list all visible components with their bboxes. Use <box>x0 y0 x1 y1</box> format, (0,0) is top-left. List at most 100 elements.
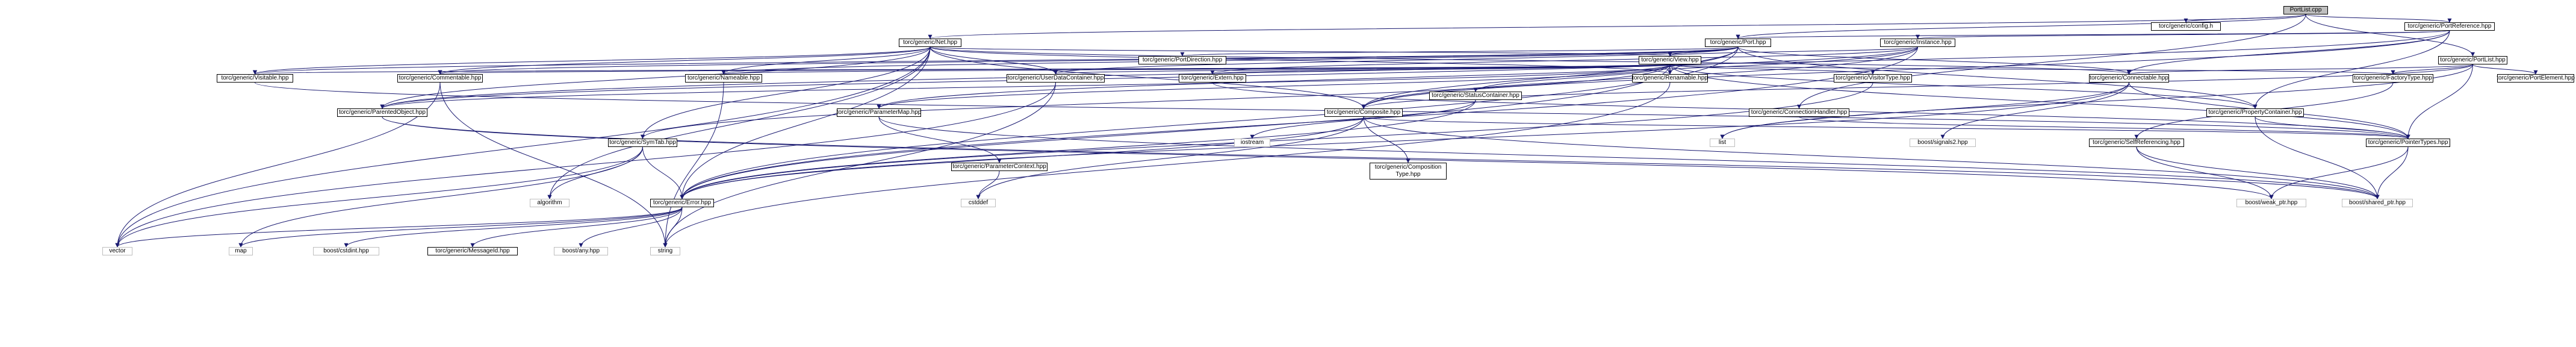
edge-port-list-to-factory-type <box>2391 64 2473 75</box>
edge-port-to-property-container <box>1737 46 2258 109</box>
node-renamable[interactable]: torc/generic/Renamable.hpp <box>1632 74 1708 83</box>
node-boost-weak-ptr[interactable]: boost/weak_ptr.hpp <box>2236 199 2306 207</box>
edge-view-to-visitor-type <box>1669 64 1875 75</box>
edge-port-reference-to-instance <box>1916 30 2450 39</box>
node-port-reference[interactable]: torc/generic/PortReference.hpp <box>2404 22 2495 31</box>
node-net[interactable]: torc/generic/Net.hpp <box>899 39 961 47</box>
node-message-id[interactable]: torc/generic/MessageId.hpp <box>427 247 518 255</box>
edge-pointer-types-to-boost-shared-ptr <box>2375 146 2409 199</box>
node-boost-cstdint[interactable]: boost/cstdint.hpp <box>313 247 379 255</box>
edge-parameter-map-to-boost-shared-ptr <box>878 116 2380 199</box>
edge-parameter-context-to-cstddef <box>976 170 1000 199</box>
node-portlist-cpp[interactable]: PortList.cpp <box>2283 6 2328 14</box>
node-algorithm[interactable]: algorithm <box>530 199 570 207</box>
node-list[interactable]: list <box>1710 139 1735 147</box>
edge-net-to-view <box>930 46 1672 57</box>
node-user-data-container[interactable]: torc/generic/UserDataContainer.hpp <box>1007 74 1105 83</box>
node-cstddef[interactable]: cstddef <box>961 199 996 207</box>
edge-view-to-parameter-map <box>877 64 1671 109</box>
edge-port-to-visitable <box>253 46 1739 75</box>
edge-parented-object-to-boost-shared-ptr <box>382 116 2380 199</box>
edge-view-to-parented-object <box>380 64 1671 109</box>
node-symtab[interactable]: torc/generic/SymTab.hpp <box>608 139 677 147</box>
edge-port-list-to-pointer-types <box>2406 64 2473 139</box>
edge-symtab-to-error <box>642 146 684 199</box>
edge-portlist-cpp-to-connection-handler <box>1797 14 2306 109</box>
node-connection-handler[interactable]: torc/generic/ConnectionHandler.hpp <box>1749 108 1849 117</box>
node-property-container[interactable]: torc/generic/PropertyContainer.hpp <box>2206 108 2304 117</box>
node-iostream[interactable]: iostream <box>1234 139 1270 147</box>
edge-self-referencing-to-boost-shared-ptr <box>2136 146 2380 199</box>
node-composition-type[interactable]: torc/generic/Composition Type.hpp <box>1370 163 1447 180</box>
node-parented-object[interactable]: torc/generic/ParentedObject.hpp <box>337 108 427 117</box>
edge-self-referencing-to-boost-weak-ptr <box>2136 146 2274 199</box>
edge-view-to-nameable <box>722 64 1671 75</box>
edge-connection-handler-to-pointer-types <box>1799 116 2410 139</box>
node-factory-type[interactable]: torc/generic/FactoryType.hpp <box>2353 74 2433 83</box>
edge-net-to-parented-object <box>380 46 931 109</box>
node-visitor-type[interactable]: torc/generic/VisitorType.hpp <box>1834 74 1912 83</box>
edge-port-list-to-connectable <box>2127 64 2473 75</box>
node-parameter-context[interactable]: torc/generic/ParameterContext.hpp <box>951 163 1047 171</box>
node-extern[interactable]: torc/generic/Extern.hpp <box>1179 74 1246 83</box>
edge-port-to-composite <box>1361 46 1739 109</box>
edge-composite-to-error <box>680 116 1364 199</box>
edge-port-reference-to-port <box>1736 30 2450 39</box>
node-composite[interactable]: torc/generic/Composite.hpp <box>1324 108 1403 117</box>
node-boost-signals2[interactable]: boost/signals2.hpp <box>1910 139 1976 147</box>
edge-port-to-commentable <box>438 46 1739 75</box>
edge-port-reference-to-property-container <box>2253 30 2450 109</box>
node-error[interactable]: torc/generic/Error.hpp <box>650 199 714 207</box>
node-self-referencing[interactable]: torc/generic/SelfReferencing.hpp <box>2089 139 2184 147</box>
node-visitable[interactable]: torc/generic/Visitable.hpp <box>217 74 293 83</box>
edge-port-to-renamable <box>1668 46 1739 75</box>
edge-composite-to-boost-shared-ptr <box>1363 116 2380 199</box>
node-map[interactable]: map <box>229 247 253 255</box>
edge-port-list-to-composite <box>1361 64 2473 109</box>
node-instance[interactable]: torc/generic/Instance.hpp <box>1880 39 1955 47</box>
edge-status-container-to-error <box>680 99 1476 199</box>
node-string[interactable]: string <box>650 247 680 255</box>
node-pointer-types[interactable]: torc/generic/PointerTypes.hpp <box>2366 139 2450 147</box>
node-status-container[interactable]: torc/generic/StatusContainer.hpp <box>1429 92 1522 100</box>
edge-nameable-to-string <box>663 82 724 248</box>
edge-symtab-to-vector <box>115 146 643 248</box>
edge-net-to-visitable <box>253 46 931 75</box>
edge-portlist-cpp-to-net <box>928 14 2306 39</box>
edge-renamable-to-string <box>663 82 1671 248</box>
node-boost-shared-ptr[interactable]: boost/shared_ptr.hpp <box>2342 199 2413 207</box>
edge-view-to-error <box>680 64 1671 199</box>
edge-port-list-to-port-element <box>2472 64 2538 75</box>
node-config-h[interactable]: torc/generic/config.h <box>2151 22 2221 31</box>
node-view[interactable]: torc/generic/View.hpp <box>1639 56 1701 64</box>
node-boost-any[interactable]: boost/any.hpp <box>554 247 608 255</box>
edge-view-to-property-container <box>1669 64 2258 109</box>
edge-error-to-boost-cstdint <box>344 207 683 248</box>
edge-connectable-to-list <box>1720 82 2129 139</box>
edge-net-to-connectable <box>930 46 2131 75</box>
node-parameter-map[interactable]: torc/generic/ParameterMap.hpp <box>836 108 922 117</box>
edge-port-to-port-direction <box>1181 46 1739 57</box>
edge-view-to-factory-type <box>1669 64 2395 75</box>
edge-net-to-commentable <box>438 46 931 75</box>
edge-parented-object-to-boost-weak-ptr <box>382 116 2274 199</box>
node-port[interactable]: torc/generic/Port.hpp <box>1705 39 1771 47</box>
node-port-direction[interactable]: torc/generic/PortDirection.hpp <box>1138 56 1226 64</box>
edge-view-to-extern <box>1211 64 1671 75</box>
node-port-element[interactable]: torc/generic/PortElement.hpp <box>2497 74 2575 83</box>
edge-portlist-cpp-to-port-list <box>2305 14 2475 57</box>
edge-visitor-type-to-error <box>680 82 1873 199</box>
edge-port-reference-to-connectable <box>2127 30 2450 75</box>
edge-composite-to-cstddef <box>976 116 1364 199</box>
edge-portlist-cpp-to-port <box>1736 14 2306 39</box>
edge-composite-to-composition-type <box>1363 116 1411 163</box>
node-commentable[interactable]: torc/generic/Commentable.hpp <box>397 74 483 83</box>
edge-net-to-renamable <box>930 46 1672 75</box>
node-vector[interactable]: vector <box>102 247 132 255</box>
node-connectable[interactable]: torc/generic/Connectable.hpp <box>2089 74 2169 83</box>
edge-instance-to-parameter-map <box>877 46 1918 109</box>
node-nameable[interactable]: torc/generic/Nameable.hpp <box>685 74 762 83</box>
node-port-list[interactable]: torc/generic/PortList.hpp <box>2438 56 2507 64</box>
edge-commentable-to-string <box>439 82 668 248</box>
